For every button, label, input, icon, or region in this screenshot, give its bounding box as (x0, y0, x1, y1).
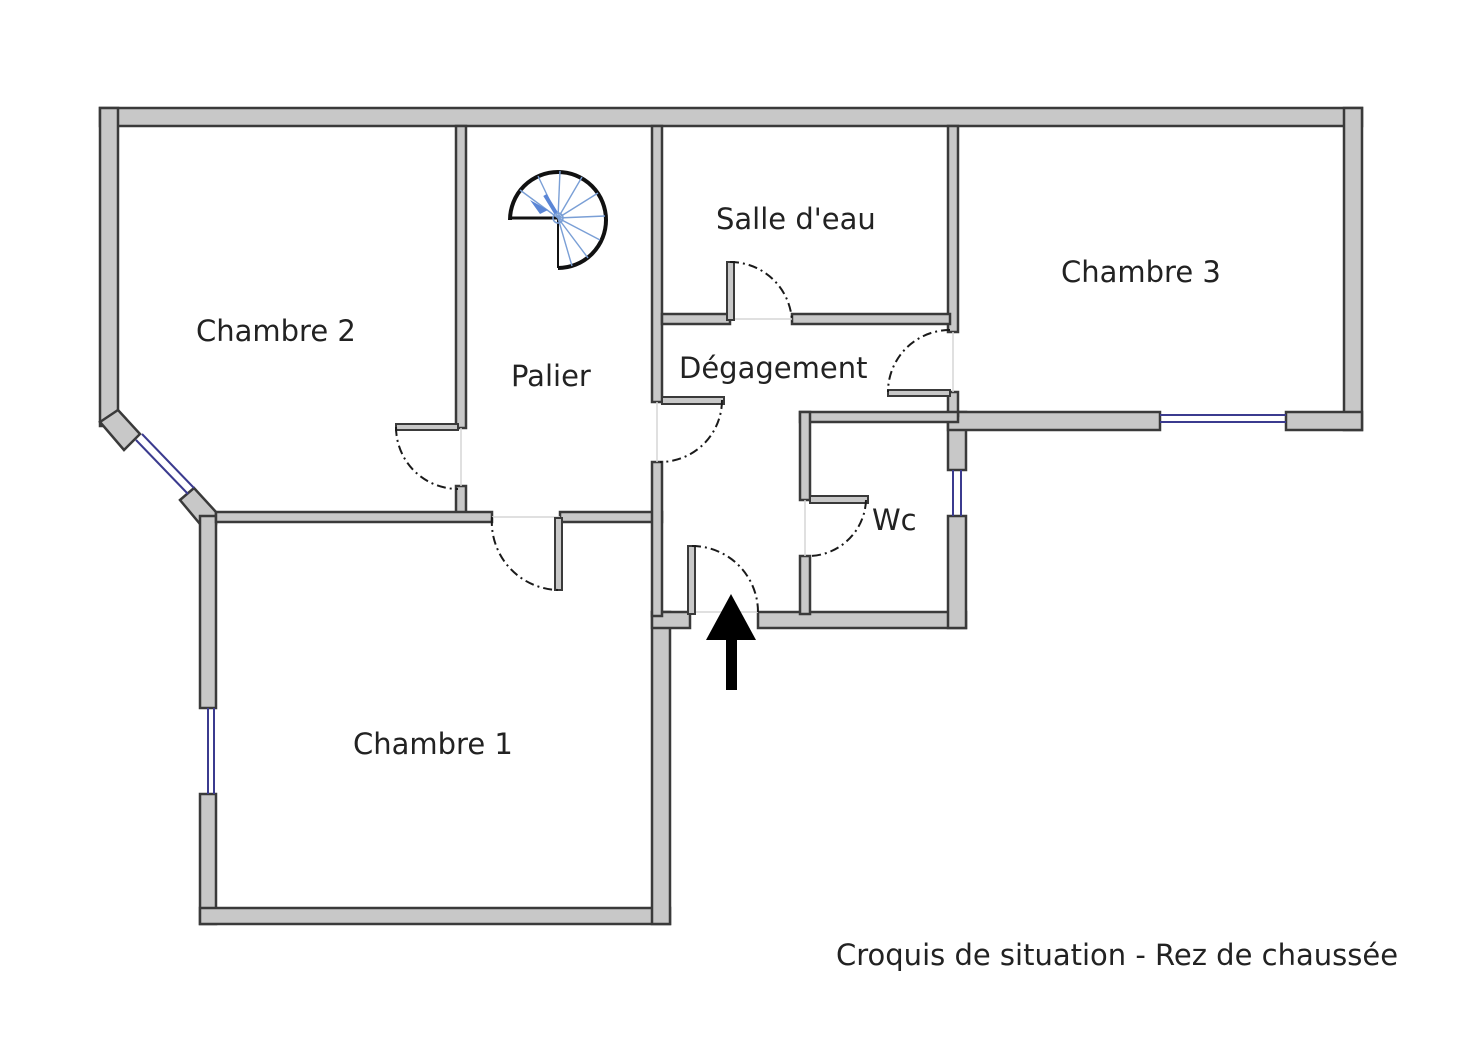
doors (395, 261, 954, 615)
room-label-degagement: Dégagement (679, 351, 867, 385)
door-entry (687, 545, 759, 615)
room-label-chambre-2: Chambre 2 (196, 314, 356, 348)
door-chambre-3 (887, 329, 954, 397)
door-wc (804, 495, 869, 557)
room-label-chambre-3: Chambre 3 (1061, 255, 1221, 289)
door-chambre-2 (395, 423, 462, 490)
room-label-salle-deau: Salle d'eau (716, 202, 876, 236)
door-chambre-1 (490, 516, 563, 591)
interior-walls (214, 124, 960, 618)
door-palier (656, 396, 725, 463)
entry-arrow-icon (706, 594, 756, 690)
door-salle-deau (726, 261, 793, 323)
room-label-chambre-1: Chambre 1 (353, 727, 513, 761)
spiral-staircase-icon (508, 170, 608, 270)
plan-caption: Croquis de situation - Rez de chaussée (836, 938, 1399, 972)
room-label-palier: Palier (511, 359, 591, 393)
room-label-wc: Wc (872, 503, 917, 537)
